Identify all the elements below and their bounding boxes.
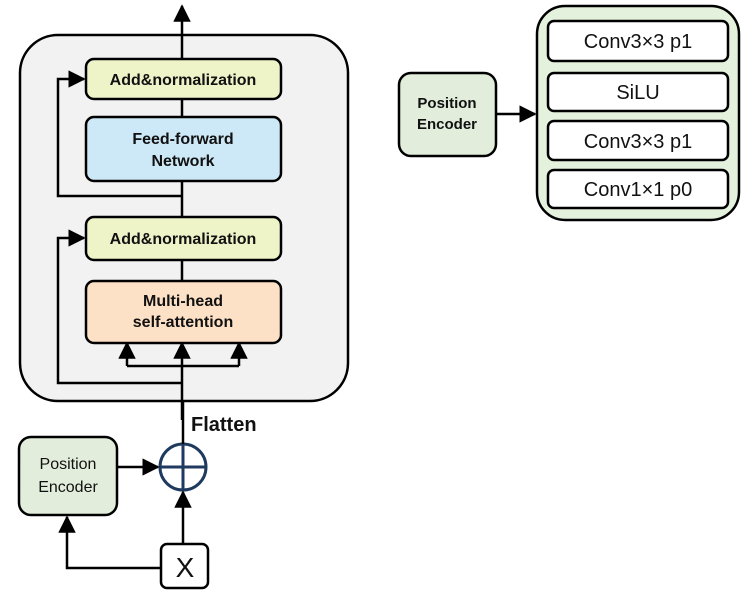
add-norm-bottom-box [84,215,283,262]
add-operator-icon [158,442,208,492]
position-encoder-left-line2: Encoder [38,479,98,496]
mha-label-line1: Multi-head [143,293,223,310]
mha-label-line2: self-attention [133,314,233,331]
conv-layer-2-box [546,71,730,113]
add-norm-bottom-label: Add&normalization [110,231,257,248]
feed-forward-box [84,115,283,183]
add-norm-top-label: Add&normalization [110,72,257,89]
conv-layer-1-box [546,19,730,63]
feed-forward-label-line1: Feed-forward [132,131,233,148]
conv-layer-3-label: Conv3×3 p1 [584,131,692,153]
input-x-box [159,542,210,590]
conv-layer-4-label: Conv1×1 p0 [584,179,692,201]
multi-head-attention-box [84,279,283,345]
position-encoder-right-line2: Encoder [417,116,477,133]
add-norm-top-box [84,57,283,101]
conv-layer-2-label: SiLU [616,82,659,104]
position-encoder-right-box [397,71,498,158]
input-to-pos-encoder-arrow [58,515,161,570]
position-encoder-left-box [17,435,119,517]
position-encoder-right-line1: Position [417,95,476,112]
conv-layer-1-label: Conv3×3 p1 [584,31,692,53]
conv-layer-4-box [546,168,730,210]
flatten-label: Flatten [191,414,257,436]
residual-connection-upper [56,70,182,198]
residual-connection-lower [56,229,182,385]
position-encoder-left-line1: Position [40,456,97,473]
conv-layer-3-box [546,119,730,162]
feed-forward-label-line2: Network [151,153,214,170]
input-x-label: X [176,552,195,583]
